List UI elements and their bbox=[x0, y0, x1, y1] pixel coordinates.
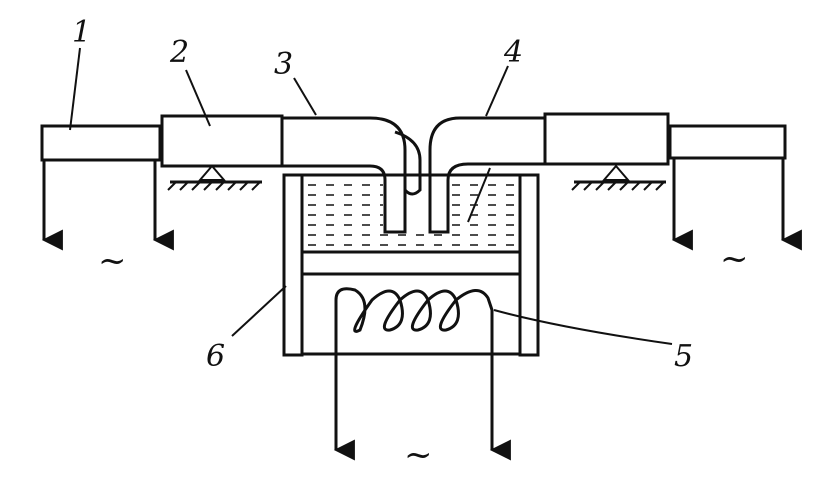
right-electrode bbox=[668, 124, 787, 160]
right-workpiece bbox=[428, 116, 545, 234]
label-4: 4 bbox=[503, 35, 523, 70]
leader-3 bbox=[293, 77, 317, 116]
label-5: 5 bbox=[674, 339, 693, 374]
ac-symbol-bottom: ~ bbox=[404, 435, 433, 475]
ac-symbol-left: ~ bbox=[98, 241, 127, 281]
leader-4-bath bbox=[467, 167, 491, 223]
leader-5 bbox=[493, 309, 673, 345]
label-2: 2 bbox=[169, 35, 189, 70]
leader-6 bbox=[231, 285, 287, 337]
right-clamp bbox=[543, 112, 670, 166]
leader-4 bbox=[485, 65, 509, 117]
crucible bbox=[282, 173, 540, 357]
molten-bath bbox=[304, 182, 518, 250]
label-6: 6 bbox=[206, 339, 225, 374]
left-electrode bbox=[40, 124, 162, 162]
label-1: 1 bbox=[72, 15, 91, 50]
left-support-icon bbox=[167, 164, 262, 191]
heater-coil bbox=[334, 287, 494, 410]
leader-2 bbox=[185, 69, 211, 127]
left-clamp bbox=[160, 114, 284, 168]
right-support-icon bbox=[571, 164, 666, 191]
leader-1 bbox=[69, 47, 81, 131]
ac-symbol-right: ~ bbox=[720, 239, 749, 279]
label-3: 3 bbox=[274, 47, 293, 82]
left-workpiece bbox=[282, 116, 422, 234]
